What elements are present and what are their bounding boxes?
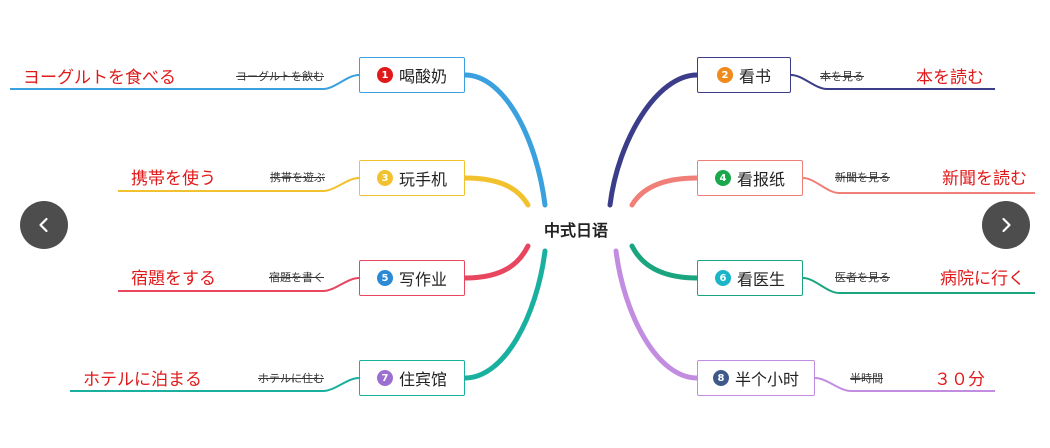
number-badge: 3 xyxy=(376,170,393,186)
branch-underline xyxy=(802,277,1035,294)
incorrect-phrase: 宿題を書く xyxy=(269,271,324,284)
correct-phrase: ３０分 xyxy=(934,370,985,390)
incorrect-phrase: ホテルに住む xyxy=(258,372,324,385)
topic-label: 看医生 xyxy=(736,270,785,289)
topic-label: 喝酸奶 xyxy=(398,67,447,86)
topic-label: 住宾馆 xyxy=(398,370,447,389)
next-button[interactable] xyxy=(982,201,1030,249)
topic-label: 半个小时 xyxy=(734,370,799,389)
branch-connector xyxy=(462,72,548,208)
topic-node[interactable]: 1 喝酸奶 xyxy=(359,57,465,93)
number-badge: 8 xyxy=(712,370,729,386)
correct-phrase: 宿題をする xyxy=(131,269,216,289)
number-badge: 1 xyxy=(376,67,393,83)
branch-underline xyxy=(70,377,360,392)
chevron-right-icon xyxy=(1002,217,1011,233)
incorrect-phrase: 携帯を遊ぶ xyxy=(270,171,325,184)
branch-underline xyxy=(790,74,995,90)
topic-node[interactable]: 4 看报纸 xyxy=(697,160,803,196)
branch-connector xyxy=(462,243,531,281)
correct-phrase: 携帯を使う xyxy=(131,169,216,189)
correct-phrase: ヨーグルトを食べる xyxy=(23,68,176,88)
branch-connector xyxy=(613,248,700,381)
incorrect-phrase: 本を見る xyxy=(820,70,864,83)
number-badge: 4 xyxy=(714,170,731,186)
correct-phrase: 本を読む xyxy=(916,68,984,88)
branch-underline xyxy=(10,74,360,90)
correct-phrase: 病院に行く xyxy=(940,269,1025,289)
incorrect-phrase: 半時間 xyxy=(850,372,883,385)
prev-button[interactable] xyxy=(20,201,68,249)
branch-connector xyxy=(462,248,548,381)
topic-node[interactable]: 2 看书 xyxy=(697,57,791,93)
topic-node[interactable]: 6 看医生 xyxy=(697,260,803,296)
topic-node[interactable]: 7 住宾馆 xyxy=(359,360,465,396)
chevron-left-icon xyxy=(39,217,48,233)
number-badge: 5 xyxy=(376,270,393,286)
incorrect-phrase: 医者を見る xyxy=(835,271,890,284)
center-topic: 中式日语 xyxy=(544,221,609,240)
branch-underline xyxy=(118,277,360,292)
number-badge: 7 xyxy=(376,370,393,386)
branch-underline xyxy=(118,177,360,192)
topic-node[interactable]: 8 半个小时 xyxy=(697,360,815,396)
topic-label: 玩手机 xyxy=(398,170,447,189)
correct-phrase: ホテルに泊まる xyxy=(83,370,202,390)
incorrect-phrase: ヨーグルトを飲む xyxy=(236,70,324,83)
topic-label: 写作业 xyxy=(398,270,447,289)
branch-underline xyxy=(802,177,1035,194)
branch-connector xyxy=(607,72,700,208)
topic-label: 看报纸 xyxy=(736,170,785,189)
topic-node[interactable]: 5 写作业 xyxy=(359,260,465,296)
branch-connector xyxy=(629,175,700,208)
branch-underline xyxy=(814,377,995,392)
topic-label: 看书 xyxy=(738,67,771,86)
branch-connector xyxy=(462,175,531,208)
number-badge: 2 xyxy=(716,67,733,83)
number-badge: 6 xyxy=(714,270,731,286)
branch-connector xyxy=(629,243,700,281)
incorrect-phrase: 新聞を見る xyxy=(835,171,890,184)
topic-node[interactable]: 3 玩手机 xyxy=(359,160,465,196)
correct-phrase: 新聞を読む xyxy=(942,169,1027,189)
